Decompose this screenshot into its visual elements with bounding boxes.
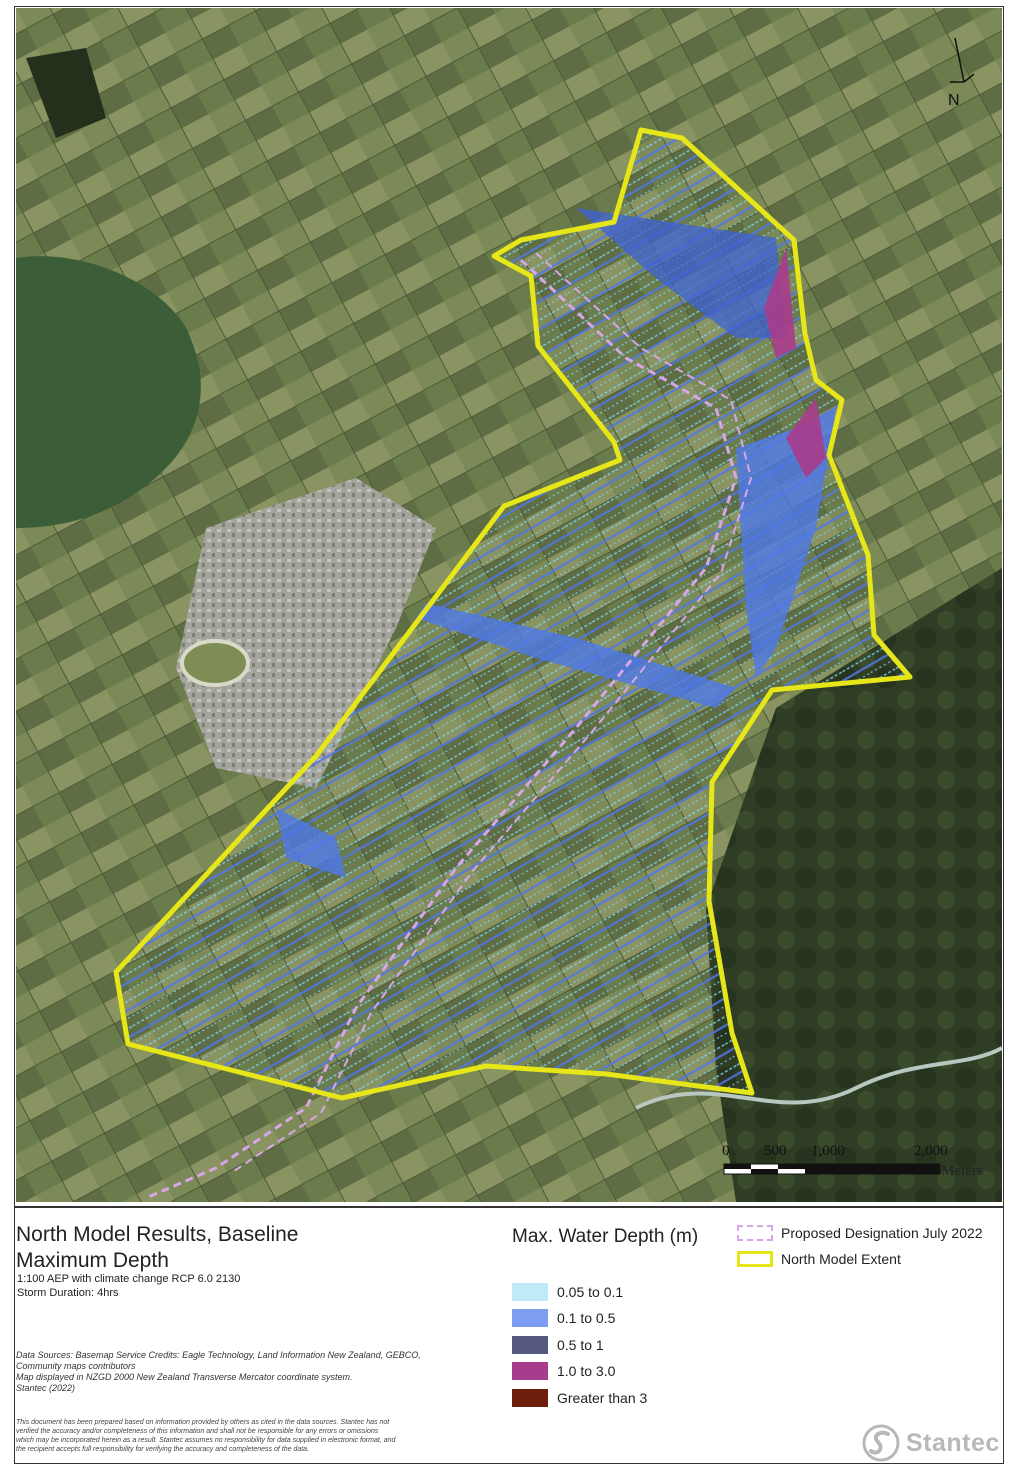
legend-item-depth: Greater than 3 [512, 1388, 647, 1408]
depth-swatch [512, 1389, 548, 1407]
north-arrow-icon [950, 37, 975, 83]
map-divider [14, 1206, 1004, 1208]
flood-band [576, 208, 786, 338]
legend-title: Max. Water Depth (m) [512, 1226, 699, 1247]
map-title-line: Maximum Depth [16, 1249, 169, 1272]
disclaimer-line: the recipient accepts full responsibilit… [16, 1446, 309, 1453]
scale-tick-500: 500 [764, 1143, 787, 1159]
town-area [176, 478, 436, 788]
scale-units: Meters [941, 1163, 983, 1179]
map-canvas[interactable] [16, 8, 1002, 1202]
stantec-logo: Stantec [862, 1424, 1000, 1462]
scale-tick-1000: 1,000 [811, 1143, 845, 1159]
legend-label: 0.5 to 1 [557, 1337, 604, 1353]
depth-swatch [512, 1283, 548, 1301]
flood-deep-area [786, 398, 826, 478]
subtitle-line: Storm Duration: 4hrs [17, 1287, 119, 1299]
flood-band [416, 603, 736, 708]
forest-patch [26, 48, 106, 138]
legend-item-depth: 0.1 to 0.5 [512, 1308, 615, 1328]
map-subtitle: 1:100 AEP with climate change RCP 6.0 21… [17, 1272, 240, 1300]
river [635, 1046, 1002, 1110]
legend-label: 1.0 to 3.0 [557, 1363, 616, 1379]
legend-item-depth: 0.5 to 1 [512, 1335, 604, 1355]
legend-label: 0.05 to 0.1 [557, 1284, 624, 1300]
flood-deep-area [764, 248, 796, 358]
north-model-extent [113, 127, 913, 1101]
racecourse [180, 639, 250, 687]
proposed-designation-line [230, 252, 753, 1174]
legend-item-depth: 0.05 to 0.1 [512, 1282, 623, 1302]
legend-label: Greater than 3 [557, 1390, 648, 1406]
legend-label: Proposed Designation July 2022 [781, 1225, 983, 1241]
flood-band [276, 808, 346, 878]
disclaimer-line: This document has been prepared based on… [16, 1419, 390, 1426]
scale-tick-2000: 2,000 [914, 1143, 948, 1159]
proposed-designation-line [145, 258, 738, 1200]
legend-item-depth: 1.0 to 3.0 [512, 1361, 615, 1381]
disclaimer-line: verified the accuracy and/or completenes… [16, 1428, 379, 1435]
map-title: North Model Results, Baseline Maximum De… [16, 1222, 298, 1274]
sources-line: Data Sources: Basemap Service Credits: E… [16, 1350, 421, 1360]
map-svg [16, 8, 1002, 1202]
sources-line: Community maps contributors [16, 1361, 136, 1371]
map-frame [14, 6, 1004, 1464]
north-label: N [948, 92, 960, 109]
stantec-logo-icon [862, 1424, 900, 1462]
disclaimer: This document has been prepared based on… [16, 1418, 486, 1454]
disclaimer-line: which may be incorporated herein as a re… [16, 1437, 396, 1444]
hill-area [706, 568, 1002, 1202]
legend-label: North Model Extent [781, 1251, 901, 1267]
sources-line: Map displayed in NZGD 2000 New Zealand T… [16, 1372, 353, 1382]
scale-bar [723, 1163, 941, 1175]
legend-label: 0.1 to 0.5 [557, 1310, 616, 1326]
outline-swatch [737, 1251, 773, 1267]
depth-swatch [512, 1362, 548, 1380]
depth-swatch [512, 1309, 548, 1327]
sources-line: Stantec (2022) [16, 1383, 76, 1393]
legend-item-designation: Proposed Designation July 2022 [737, 1223, 983, 1243]
subtitle-line: 1:100 AEP with climate change RCP 6.0 21… [17, 1273, 241, 1285]
data-sources: Data Sources: Basemap Service Credits: E… [16, 1350, 486, 1394]
lake-area [16, 256, 201, 528]
logo-text: Stantec [906, 1428, 1000, 1457]
flood-band [736, 408, 836, 678]
legend-item-extent: North Model Extent [737, 1249, 901, 1269]
dashed-line-swatch [737, 1225, 773, 1241]
scale-tick-0: 0 [722, 1143, 730, 1159]
depth-swatch [512, 1336, 548, 1354]
map-title-line: North Model Results, Baseline [16, 1223, 299, 1246]
